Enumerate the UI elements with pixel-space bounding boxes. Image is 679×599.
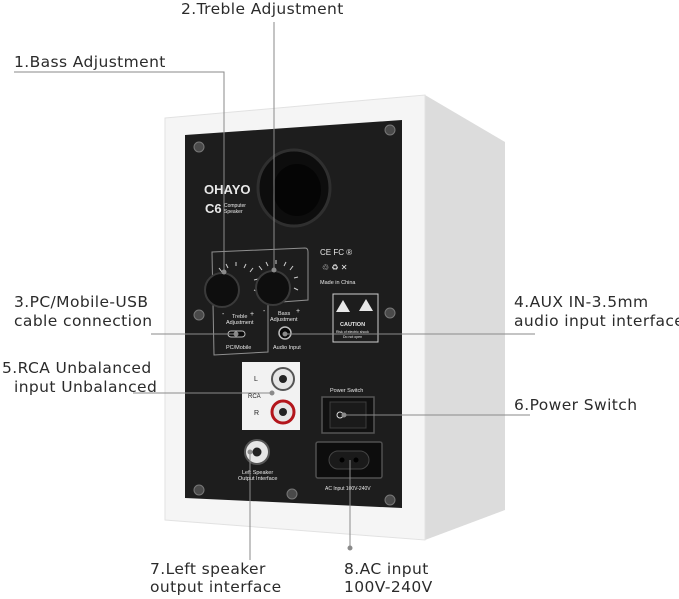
bass-label-1: Bass [278, 311, 290, 317]
bass-scale [258, 260, 299, 291]
leader-dot [271, 267, 277, 273]
left-speaker-label-1: Left Speaker [242, 470, 273, 476]
model-sub-1: Computer [224, 203, 246, 209]
bass-port-inner [273, 164, 321, 216]
left-speaker-jack-center [252, 447, 262, 457]
caution-title: CAUTION [340, 322, 365, 328]
screw [193, 309, 205, 321]
bass-minus: - [263, 308, 266, 315]
treble-knob[interactable] [204, 272, 240, 308]
callout-ac-2: 100V-240V [344, 578, 433, 596]
rca-left-jack-center [279, 375, 287, 383]
cert-marks-row2: ♲ ♻ ✕ [322, 263, 348, 272]
lightning-triangle-icon [359, 299, 373, 311]
leader-dot [341, 412, 347, 418]
callout-rca-1: 5.RCA Unbalanced [2, 359, 152, 377]
callout-treble: 2.Treble Adjustment [181, 0, 344, 18]
cabinet-side [425, 95, 505, 540]
treble-scale [218, 262, 259, 293]
caution-label [332, 293, 379, 343]
screw [384, 494, 396, 506]
brand-logo: OHAYO [204, 182, 250, 197]
leader-dot [233, 331, 239, 337]
model-sub-2: Speaker [224, 209, 243, 215]
caution-sub-2: Do not open [343, 335, 362, 339]
leader-bass [14, 71, 225, 272]
leader-dot [282, 331, 288, 337]
callout-aux-2: audio input interface [514, 312, 679, 330]
callout-rca-2: input Unbalanced [14, 378, 158, 396]
ac-pin-left [339, 457, 345, 463]
screw [384, 124, 396, 136]
callout-ac-1: 8.AC input [344, 560, 429, 578]
made-in-label: Made in China [320, 280, 356, 286]
bass-knob[interactable] [255, 270, 291, 306]
callout-power: 6.Power Switch [514, 396, 638, 414]
leader-dot [269, 390, 275, 396]
audio-input-label: Audio Input [273, 345, 301, 351]
model-name: C6 [205, 201, 222, 216]
screw [193, 484, 205, 496]
cert-marks-row1: CE FC ® [320, 248, 352, 257]
treble-label-2: Adjustment [226, 320, 254, 326]
callout-left-2: output interface [150, 578, 282, 596]
ac-pin-right [353, 457, 359, 463]
screw [384, 307, 396, 319]
pc-mobile-label: PC/Mobile [226, 345, 251, 351]
leader-dot [247, 449, 253, 455]
warning-triangle-icon [336, 300, 350, 312]
leader-dot [221, 269, 227, 275]
power-switch-label: Power Switch [330, 388, 363, 394]
treble-label-1: Treble [232, 314, 247, 320]
treble-plus: + [250, 311, 254, 318]
bass-label-2: Adjustment [270, 317, 298, 323]
rca-right-jack-center [279, 408, 287, 416]
caution-sub-1: Risk of electric shock [336, 330, 369, 334]
bass-plus: + [296, 308, 300, 315]
callout-usb-1: 3.PC/Mobile-USB [14, 293, 149, 311]
callout-usb-2: cable connection [14, 312, 153, 330]
left-speaker-label-2: Output Interface [238, 476, 277, 482]
rca-r-label: R [254, 410, 259, 417]
screws [193, 124, 396, 506]
ac-input-label: AC Input 100V-240V [325, 486, 371, 492]
callout-left-1: 7.Left speaker [150, 560, 266, 578]
leader-dot [347, 545, 353, 551]
callout-aux-1: 4.AUX IN-3.5mm [514, 293, 649, 311]
control-outline [211, 247, 309, 356]
screw [286, 488, 298, 500]
ac-input-inner [328, 450, 370, 470]
callout-bass: 1.Bass Adjustment [14, 53, 166, 71]
leader-lines [14, 22, 535, 560]
screw [193, 141, 205, 153]
treble-minus: - [222, 311, 225, 318]
rca-l-label: L [254, 376, 258, 383]
rca-mid-label: RCA [248, 394, 261, 400]
